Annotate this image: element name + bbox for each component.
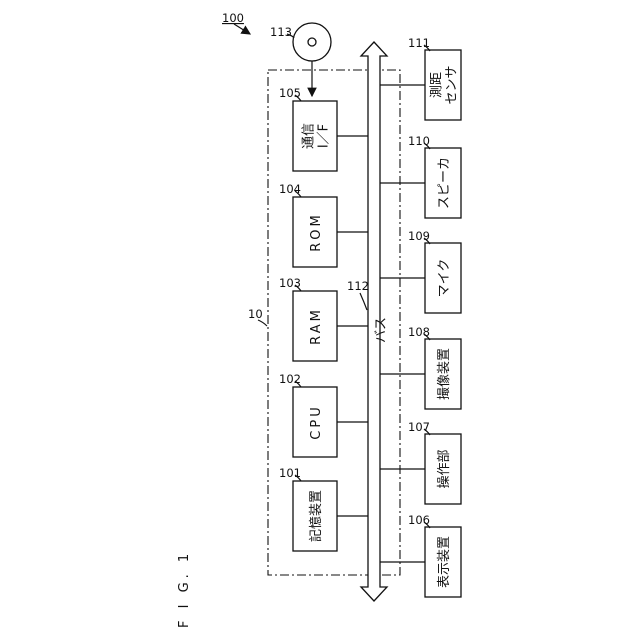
- peripheral-block-109: マイク109: [380, 229, 461, 313]
- controller-block-label: 記憶装置: [308, 490, 324, 542]
- controller-ref-label: 10: [248, 307, 263, 321]
- controller-block-104: ROM104: [279, 182, 368, 267]
- disc-icon: [293, 23, 331, 61]
- peripheral-block-label: 撮像装置: [436, 348, 452, 400]
- bus-ref-label: 112: [347, 279, 369, 293]
- peripheral-block-label-line: センサ: [445, 65, 460, 104]
- controller-block-label-line: RAM: [309, 307, 324, 345]
- peripheral-block-label: スピーカ: [437, 157, 452, 209]
- peripheral-block-110: スピーカ110: [380, 134, 461, 218]
- controller-block-105: 通信I／F105: [279, 86, 368, 171]
- disc-ref-label: 113: [270, 25, 292, 39]
- controller-block-102: CPU102: [279, 372, 368, 457]
- bus-label: バス: [374, 317, 389, 343]
- peripheral-block-107: 操作部107: [380, 420, 461, 504]
- controller-block-label: CPU: [309, 404, 324, 439]
- peripheral-block-108: 撮像装置108: [380, 325, 461, 409]
- peripheral-block-111: 測距センサ111: [380, 36, 461, 120]
- controller-block-label: ROM: [309, 212, 324, 251]
- bus-ref-leader: [360, 293, 367, 310]
- peripheral-block-label: マイク: [437, 259, 452, 298]
- peripheral-block-label: 操作部: [436, 449, 452, 488]
- peripheral-block-label-line: 表示装置: [437, 536, 452, 588]
- system-ref-label: 100: [222, 11, 244, 25]
- peripheral-block-label-line: 操作部: [436, 449, 452, 488]
- controller-block-label: RAM: [309, 307, 324, 345]
- controller-block-label-line: 記憶装置: [308, 490, 324, 542]
- figure-caption: F I G. 1: [177, 550, 192, 628]
- peripheral-block-label-line: 測距: [430, 72, 445, 98]
- controller-block-label-line: I／F: [317, 124, 332, 148]
- peripheral-block-label-line: スピーカ: [437, 157, 452, 209]
- controller-block-label-line: ROM: [309, 212, 324, 251]
- peripheral-block-label-line: マイク: [437, 259, 452, 298]
- peripheral-block-label: 表示装置: [437, 536, 452, 588]
- peripheral-block-label-line: 撮像装置: [436, 348, 452, 400]
- controller-block-label: 通信I／F: [302, 123, 332, 149]
- peripheral-block-106: 表示装置106: [380, 513, 461, 597]
- system-ref-pointer: [234, 24, 250, 34]
- controller-block-label-line: CPU: [309, 404, 324, 439]
- controller-block-label-line: 通信: [302, 123, 317, 149]
- controller-block-101: 記憶装置101: [279, 466, 368, 551]
